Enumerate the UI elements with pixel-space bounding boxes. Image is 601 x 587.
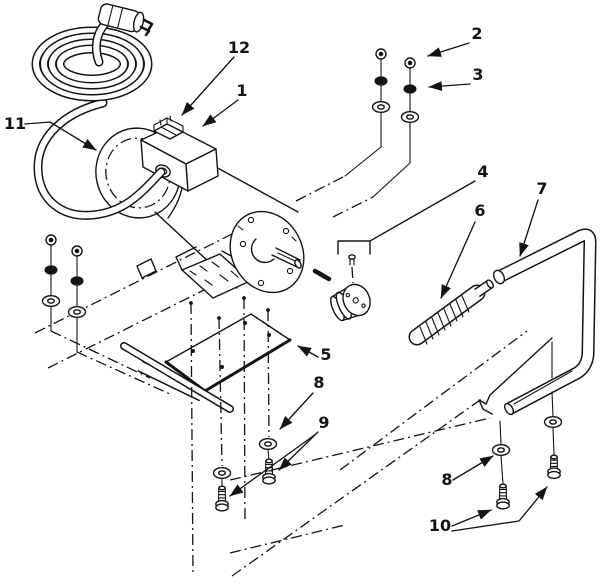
callout-label-1: 1 (236, 81, 247, 100)
callout-label-12: 12 (228, 38, 250, 57)
phantom-bolt-a (50, 330, 151, 379)
lock-washer (403, 84, 417, 94)
cord-coil (31, 26, 153, 102)
fastener-column-d (372, 57, 420, 198)
callout-leaders (24, 42, 548, 532)
leader-8-right (452, 455, 494, 481)
flat-washer (67, 306, 87, 319)
phantom-rail-2b (332, 196, 374, 218)
handle-fastener-lines (221, 341, 555, 488)
switch-terminals (159, 115, 172, 126)
flat-washer (371, 100, 391, 113)
center-line-3 (243, 297, 246, 521)
phantom-steep-diagonal (339, 330, 528, 471)
phantom-handle-diagonal (229, 417, 491, 481)
screw-4 (547, 454, 561, 480)
leader-10b (451, 486, 548, 532)
center-line-1 (190, 302, 194, 574)
grip-coils (419, 295, 470, 345)
phantom-short-diagonal (229, 524, 346, 554)
flat-washer (400, 110, 420, 123)
hole-center-lines (189, 296, 270, 574)
handle-tube (492, 228, 597, 416)
power-plug (97, 3, 154, 37)
foot-hatching (189, 261, 239, 286)
motor-face (229, 210, 305, 294)
pulley-group (329, 240, 371, 322)
callout-label-7: 7 (536, 179, 547, 198)
set-screw (348, 254, 356, 284)
plug-prongs (139, 18, 154, 37)
phantom-base-diagonal (231, 397, 484, 577)
callout-label-8b: 8 (441, 470, 452, 489)
callout-4-bracket (337, 240, 371, 255)
fastener-column-a (41, 234, 61, 332)
hand-grip (408, 279, 494, 346)
leader-6 (440, 221, 476, 299)
flat-washer-2 (258, 438, 278, 451)
callout-label-2: 2 (471, 24, 482, 43)
callout-label-5: 5 (320, 345, 331, 364)
lock-washer (374, 76, 388, 86)
leader-3 (428, 81, 471, 92)
shaft-hub (250, 238, 275, 264)
callout-labels: 12 1 2 3 11 4 7 6 5 8 9 8 10 (4, 24, 548, 535)
screw-2 (262, 458, 276, 485)
box-right-face (185, 148, 219, 192)
face-bolts (237, 216, 297, 287)
leader-9a (278, 431, 319, 471)
center-line-2 (218, 317, 223, 467)
callout-label-6: 6 (474, 201, 485, 220)
handle-flat-end (503, 402, 515, 416)
lock-washer (70, 276, 84, 286)
callout-label-8a: 8 (313, 373, 324, 392)
screw-1 (215, 485, 229, 512)
leader-5 (297, 345, 319, 358)
foot-edge-left (175, 246, 197, 271)
flat-washer (41, 295, 61, 308)
leader-9b (229, 433, 317, 497)
mounting-plate-assembly (120, 313, 292, 413)
callout-label-4: 4 (477, 162, 488, 181)
bottom-fasteners (212, 416, 563, 512)
leader-11 (24, 121, 97, 151)
power-switch (153, 115, 184, 140)
flat-washer-1 (212, 467, 232, 480)
motor-shaft (271, 247, 302, 269)
phantom-rail-1a (34, 230, 239, 334)
power-cord (31, 3, 166, 220)
leader-1 (202, 99, 239, 127)
leader-2 (427, 42, 470, 57)
terminal-box (140, 115, 219, 192)
phantom-bolt-b (76, 351, 173, 396)
shaft-key (312, 268, 332, 282)
leader-7 (519, 199, 539, 257)
callout-label-11: 11 (4, 114, 26, 133)
foot-lip (136, 258, 157, 279)
callout-label-10: 10 (429, 516, 451, 535)
leader-4 (369, 180, 476, 242)
callout-label-9: 9 (318, 413, 329, 432)
center-line-4 (267, 309, 270, 438)
fastener-column-b (67, 245, 87, 353)
phantom-rail-1b (295, 175, 346, 202)
pulley (329, 283, 371, 322)
flat-washer-4 (543, 416, 563, 429)
leader-8-left (279, 392, 314, 430)
handle-mount-tab (478, 337, 553, 415)
screw-3 (496, 483, 510, 510)
flat-washer-3 (491, 444, 511, 457)
leader-10a (451, 509, 492, 527)
callout-label-3: 3 (472, 65, 483, 84)
handle-open-end (492, 269, 506, 285)
lock-washer (44, 265, 58, 275)
leader-12 (181, 56, 235, 116)
handle-flattened-section (513, 370, 573, 405)
fastener-column-c (344, 48, 391, 177)
